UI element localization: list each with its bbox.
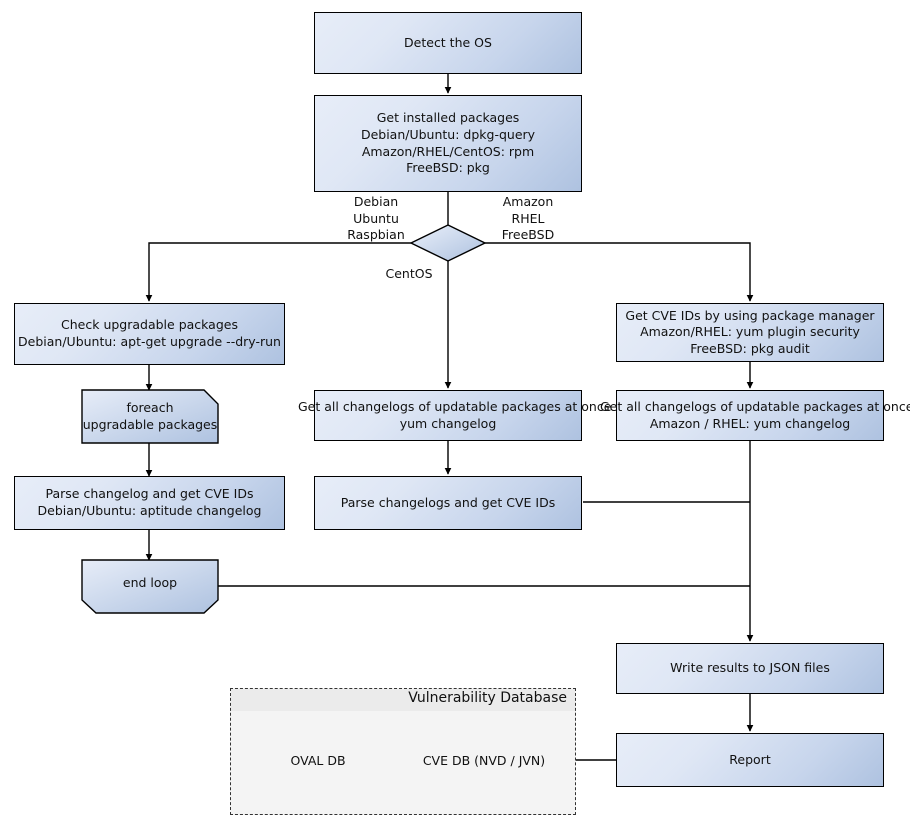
vulnerability-database-title: Vulnerability Database [408,690,567,706]
node-get-changelogs-center[interactable]: Get all changelogs of updatable packages… [298,390,611,441]
node-report[interactable]: Report [616,733,884,787]
get-installed-packages-line2: Debian/Ubuntu: dpkg-query [360,126,536,142]
node-foreach-loop[interactable]: foreach upgradable packages [82,390,218,443]
write-results-label: Write results to JSON files [670,660,830,676]
decision-diamond [409,224,487,262]
edge-label-centos-branch: CentOS [378,266,440,283]
debian-branch-line1: Debian [353,194,399,209]
node-get-installed-packages[interactable]: Get installed packages Debian/Ubuntu: dp… [314,95,582,192]
parse-changelog-left-line2: Debian/Ubuntu: aptitude changelog [37,503,262,518]
check-upgradable-line2: Debian/Ubuntu: apt-get upgrade --dry-run [18,334,281,349]
node-end-loop[interactable]: end loop [82,560,218,606]
get-installed-packages-line1: Get installed packages [376,110,520,126]
end-loop-label: end loop [122,574,178,590]
report-label: Report [729,751,771,767]
get-cve-ids-pkgmgr-line1: Get CVE IDs by using package manager [625,307,875,323]
detect-os-label: Detect the OS [404,34,492,50]
amazon-branch-line1: Amazon [502,194,554,209]
debian-branch-line2: Ubuntu [353,210,399,226]
vulnerability-database-group: Vulnerability Database [230,688,576,815]
check-upgradable-line1: Check upgradable packages [61,317,238,333]
node-get-changelogs-right[interactable]: Get all changelogs of updatable packages… [600,390,910,441]
foreach-loop-line2: upgradable packages [82,416,218,432]
get-installed-packages-line4: FreeBSD: pkg [406,160,490,176]
edge-label-debian-branch: Debian Ubuntu Raspbian [336,194,416,244]
node-get-cve-ids-pkgmgr[interactable]: Get CVE IDs by using package manager Ama… [616,303,884,362]
get-changelogs-right-line2: Amazon / RHEL: yum changelog [649,415,851,431]
edge-decision-left [145,242,411,302]
foreach-loop-line1: foreach [126,399,174,415]
node-check-upgradable[interactable]: Check upgradable packages Debian/Ubuntu:… [14,303,285,365]
centos-branch-line1: CentOS [385,266,433,281]
get-changelogs-center-line2: yum changelog [399,415,497,431]
cve-db-label: CVE DB (NVD / JVN) [422,753,546,768]
edge-decision-right [485,242,754,302]
node-detect-os[interactable]: Detect the OS [314,12,582,74]
group-header-band [231,689,575,711]
get-cve-ids-pkgmgr-line2: Amazon/RHEL: yum plugin security [640,324,860,340]
node-parse-changelog-left[interactable]: Parse changelog and get CVE IDs Debian/U… [14,476,285,530]
node-write-results[interactable]: Write results to JSON files [616,643,884,694]
get-changelogs-right-line1: Get all changelogs of updatable packages… [600,398,910,414]
get-cve-ids-pkgmgr-line3: FreeBSD: pkg audit [690,340,810,356]
edge-label-amazon-branch: Amazon RHEL FreeBSD [488,194,568,244]
get-changelogs-center-line1: Get all changelogs of updatable packages… [298,398,612,414]
amazon-branch-line2: RHEL [511,210,545,226]
debian-branch-line3: Raspbian [347,227,405,243]
parse-changelog-left-line1: Parse changelog and get CVE IDs [45,486,254,502]
amazon-branch-line3: FreeBSD [501,227,555,243]
get-installed-packages-line3: Amazon/RHEL/CentOS: rpm [361,143,535,159]
parse-changelogs-center-label: Parse changelogs and get CVE IDs [340,494,556,510]
node-parse-changelogs-center[interactable]: Parse changelogs and get CVE IDs [314,476,582,530]
oval-db-label: OVAL DB [290,753,346,768]
